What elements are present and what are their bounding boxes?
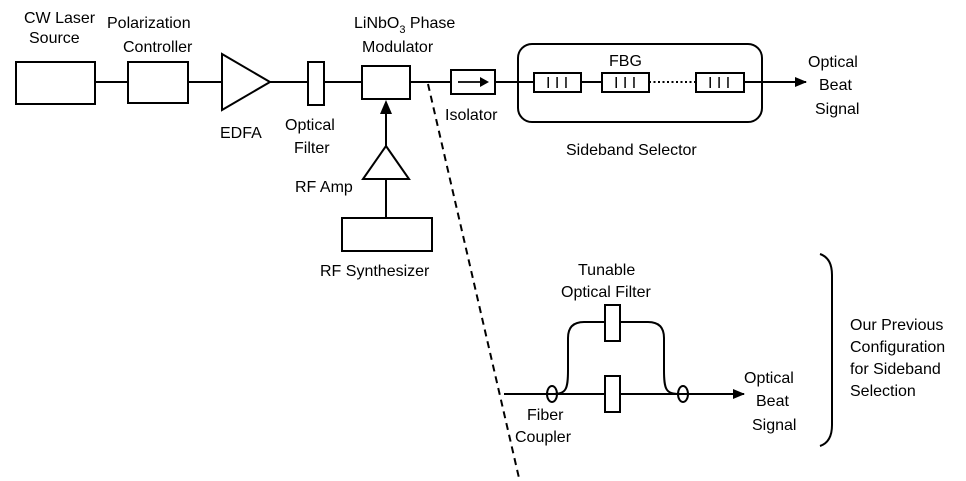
modulator-label-1: LiNbO3 Phase (354, 15, 455, 36)
previous-configuration: Tunable Optical Filter Fiber Coupler Opt… (504, 262, 796, 446)
modulator-label-2: Modulator (362, 39, 434, 56)
optical-filter-label-2: Filter (294, 140, 330, 157)
rf-amplifier (361, 144, 411, 180)
cw-laser-label-2: Source (29, 30, 80, 47)
fbg-grating-3: I I I (695, 72, 745, 93)
optical-filter: Optical Filter (285, 61, 335, 157)
fiber-coupler-output (677, 385, 689, 403)
dashed-separator (427, 83, 520, 479)
isolator-label: Isolator (445, 107, 498, 124)
previous-config-bracket (819, 253, 833, 447)
svg-text:Signal: Signal (815, 101, 859, 118)
svg-text:I I I: I I I (614, 75, 636, 92)
tunable-filter-label-1: Tunable (578, 262, 635, 279)
svg-text:Optical: Optical (808, 54, 858, 71)
optical-filter-label-1: Optical (285, 117, 335, 134)
optical-beat-bottom-3: Signal (752, 417, 796, 434)
isolator-arrow-icon (480, 77, 489, 87)
fiber-coupler-label-1: Fiber (527, 407, 564, 424)
edfa-amplifier: EDFA (220, 52, 272, 142)
svg-text:Beat: Beat (819, 77, 852, 94)
rf-synthesizer (341, 217, 433, 252)
fbg-label: FBG (609, 53, 642, 70)
svg-text:Selection: Selection (850, 383, 916, 400)
edfa-label: EDFA (220, 125, 262, 142)
linbo3-phase-modulator: LiNbO3 Phase Modulator (354, 15, 455, 100)
isolator: Isolator (445, 69, 498, 124)
polarization-label-1: Polarization (107, 15, 191, 32)
svg-text:Our Previous: Our Previous (850, 317, 943, 334)
fiber-coupler-label-2: Coupler (515, 429, 572, 446)
rf-synth-label: RF Synthesizer (320, 263, 430, 280)
tunable-optical-filter (604, 304, 621, 342)
fiber-coupler-input (546, 385, 558, 403)
svg-text:I I I: I I I (708, 75, 730, 92)
optical-beat-bottom-2: Beat (756, 393, 789, 410)
fixed-path-filter (604, 375, 621, 413)
svg-text:I I I: I I I (546, 75, 568, 92)
previous-config-caption: Our Previous Configuration for Sideband … (850, 317, 945, 400)
fbg-grating-2: I I I (601, 72, 650, 93)
polarization-label-2: Controller (123, 39, 193, 56)
rf-amp-label: RF Amp (295, 179, 353, 196)
cw-laser-source: CW Laser Source (15, 10, 96, 105)
optical-beat-bottom-1: Optical (744, 370, 794, 387)
rf-arrow-icon (380, 100, 392, 114)
tunable-filter-label-2: Optical Filter (561, 284, 651, 301)
fbg-grating-1: I I I (533, 72, 582, 93)
svg-text:Configuration: Configuration (850, 339, 945, 356)
svg-text:for Sideband: for Sideband (850, 361, 941, 378)
rf-drive-chain: RF Amp RF Synthesizer (295, 100, 433, 280)
optical-beat-signal-top: Optical Beat Signal (808, 54, 859, 118)
sideband-selector: FBG I I I I I I I I I Sideband Selector (517, 43, 763, 159)
cw-laser-label-1: CW Laser (24, 10, 96, 27)
sideband-selector-label: Sideband Selector (566, 142, 697, 159)
polarization-controller: Polarization Controller (107, 15, 193, 104)
